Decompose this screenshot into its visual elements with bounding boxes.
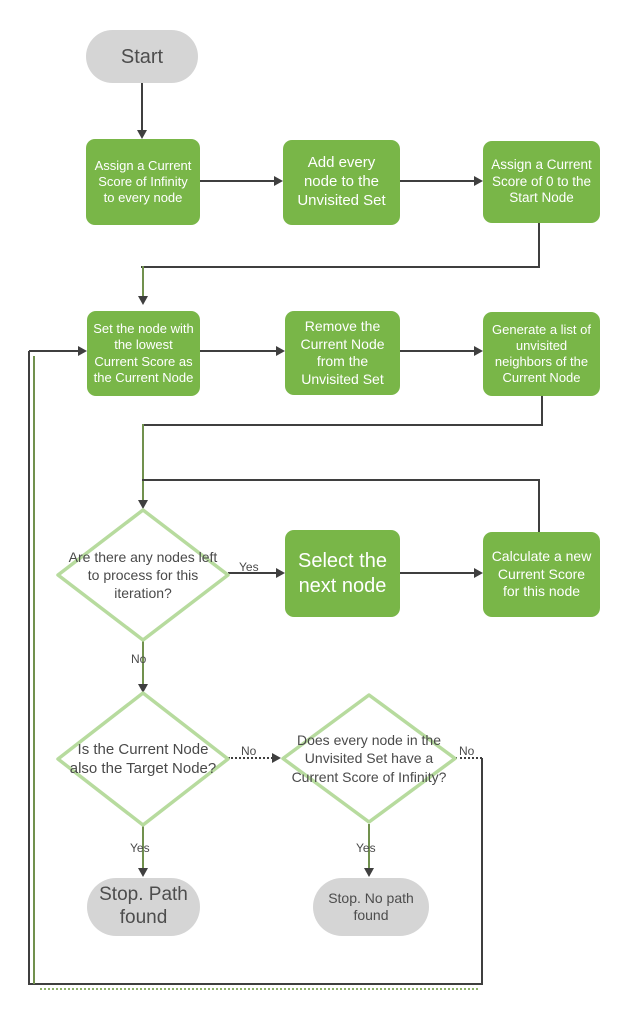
connector-generate-nodesleft <box>541 396 543 426</box>
diamond-shape <box>281 693 457 824</box>
node-nodes-left-decision: Are there any nodes left to process for … <box>56 508 230 642</box>
node-add-unvisited: Add every node to the Unvisited Set <box>283 140 400 225</box>
arrowhead <box>474 176 483 186</box>
node-set-lowest-label: Set the node with the lowest Current Sco… <box>93 321 194 385</box>
connector-loop-left <box>28 351 30 985</box>
node-assign-infinity-label: Assign a Current Score of Infinity to ev… <box>94 157 192 206</box>
arrowhead <box>364 868 374 877</box>
connector-assign-add <box>200 180 275 182</box>
node-all-infinity-decision: Does every node in the Unvisited Set hav… <box>281 693 457 824</box>
node-is-target-label: Is the Current Node also the Target Node… <box>69 740 217 778</box>
connector-loop-left-accent <box>33 356 35 984</box>
arrowhead <box>137 130 147 139</box>
node-select-next: Select the next node <box>285 530 400 617</box>
connector-zero-setlowest <box>538 223 540 268</box>
connector-istarget-no <box>228 757 273 759</box>
arrowhead <box>78 346 87 356</box>
arrowhead <box>138 684 148 693</box>
arrowhead <box>272 753 281 763</box>
node-stop-no-path-label: Stop. No path found <box>328 890 414 923</box>
arrowhead <box>138 868 148 877</box>
edge-label-no: No <box>459 744 475 758</box>
node-stop-no-path: Stop. No path found <box>313 878 429 936</box>
diamond-shape <box>56 691 230 827</box>
node-start: Start <box>86 30 198 83</box>
connector-add-zero <box>400 180 475 182</box>
node-assign-zero-label: Assign a Current Score of 0 to the Start… <box>491 156 592 206</box>
connector-select-calculate <box>400 572 475 574</box>
node-stop-path-found: Stop. Path found <box>87 878 200 936</box>
node-calculate-score-label: Calculate a new Current Score for this n… <box>491 548 592 600</box>
edge-label-no: No <box>241 744 257 758</box>
connector-allinfinity-yes <box>368 824 370 869</box>
node-select-next-label: Select the next node <box>298 549 387 597</box>
connector-calculate-loop <box>142 479 540 481</box>
connector-allinfinity-no <box>455 757 482 759</box>
connector-zero-setlowest <box>141 266 540 268</box>
arrowhead <box>138 500 148 509</box>
node-stop-path-found-label: Stop. Path found <box>99 884 188 928</box>
arrowhead <box>474 568 483 578</box>
connector-generate-nodesleft <box>142 424 144 501</box>
edge-label-yes: Yes <box>130 841 150 855</box>
node-generate-list-label: Generate a list of unvisited neighbors o… <box>492 321 591 386</box>
node-assign-infinity: Assign a Current Score of Infinity to ev… <box>86 139 200 225</box>
connector-start-assign <box>141 83 143 131</box>
connector-zero-setlowest <box>142 266 144 298</box>
node-generate-list: Generate a list of unvisited neighbors o… <box>483 312 600 396</box>
arrowhead <box>276 346 285 356</box>
connector-loop-bottom <box>29 983 483 985</box>
node-assign-zero: Assign a Current Score of 0 to the Start… <box>483 141 600 223</box>
connector-nodesleft-yes <box>228 572 276 574</box>
node-nodes-left-label: Are there any nodes left to process for … <box>68 548 218 602</box>
arrowhead <box>474 346 483 356</box>
connector-loop-bottom-accent <box>40 988 478 990</box>
connector-remove-generate <box>400 350 475 352</box>
edge-label-yes: Yes <box>356 841 376 855</box>
node-remove-current: Remove the Current Node from the Unvisit… <box>285 311 400 395</box>
connector-set-remove <box>200 350 277 352</box>
edge-label-no: No <box>131 652 147 666</box>
edge-label-yes: Yes <box>239 560 259 574</box>
arrowhead <box>276 568 285 578</box>
arrowhead <box>138 296 148 305</box>
connector-generate-nodesleft <box>142 424 543 426</box>
connector-nodesleft-no <box>142 641 144 685</box>
node-calculate-score: Calculate a new Current Score for this n… <box>483 532 600 617</box>
arrowhead <box>274 176 283 186</box>
node-start-label: Start <box>120 45 164 68</box>
connector-loop-right <box>481 758 483 985</box>
node-set-lowest: Set the node with the lowest Current Sco… <box>87 311 200 396</box>
connector-calculate-loop <box>538 480 540 532</box>
node-all-infinity-label: Does every node in the Unvisited Set hav… <box>291 732 447 785</box>
diamond-shape <box>56 508 230 642</box>
connector-loop-into-setlowest <box>29 350 79 352</box>
connector-istarget-yes <box>142 825 144 869</box>
node-remove-current-label: Remove the Current Node from the Unvisit… <box>300 318 385 387</box>
node-add-unvisited-label: Add every node to the Unvisited Set <box>297 154 386 209</box>
node-is-target-decision: Is the Current Node also the Target Node… <box>56 691 230 827</box>
